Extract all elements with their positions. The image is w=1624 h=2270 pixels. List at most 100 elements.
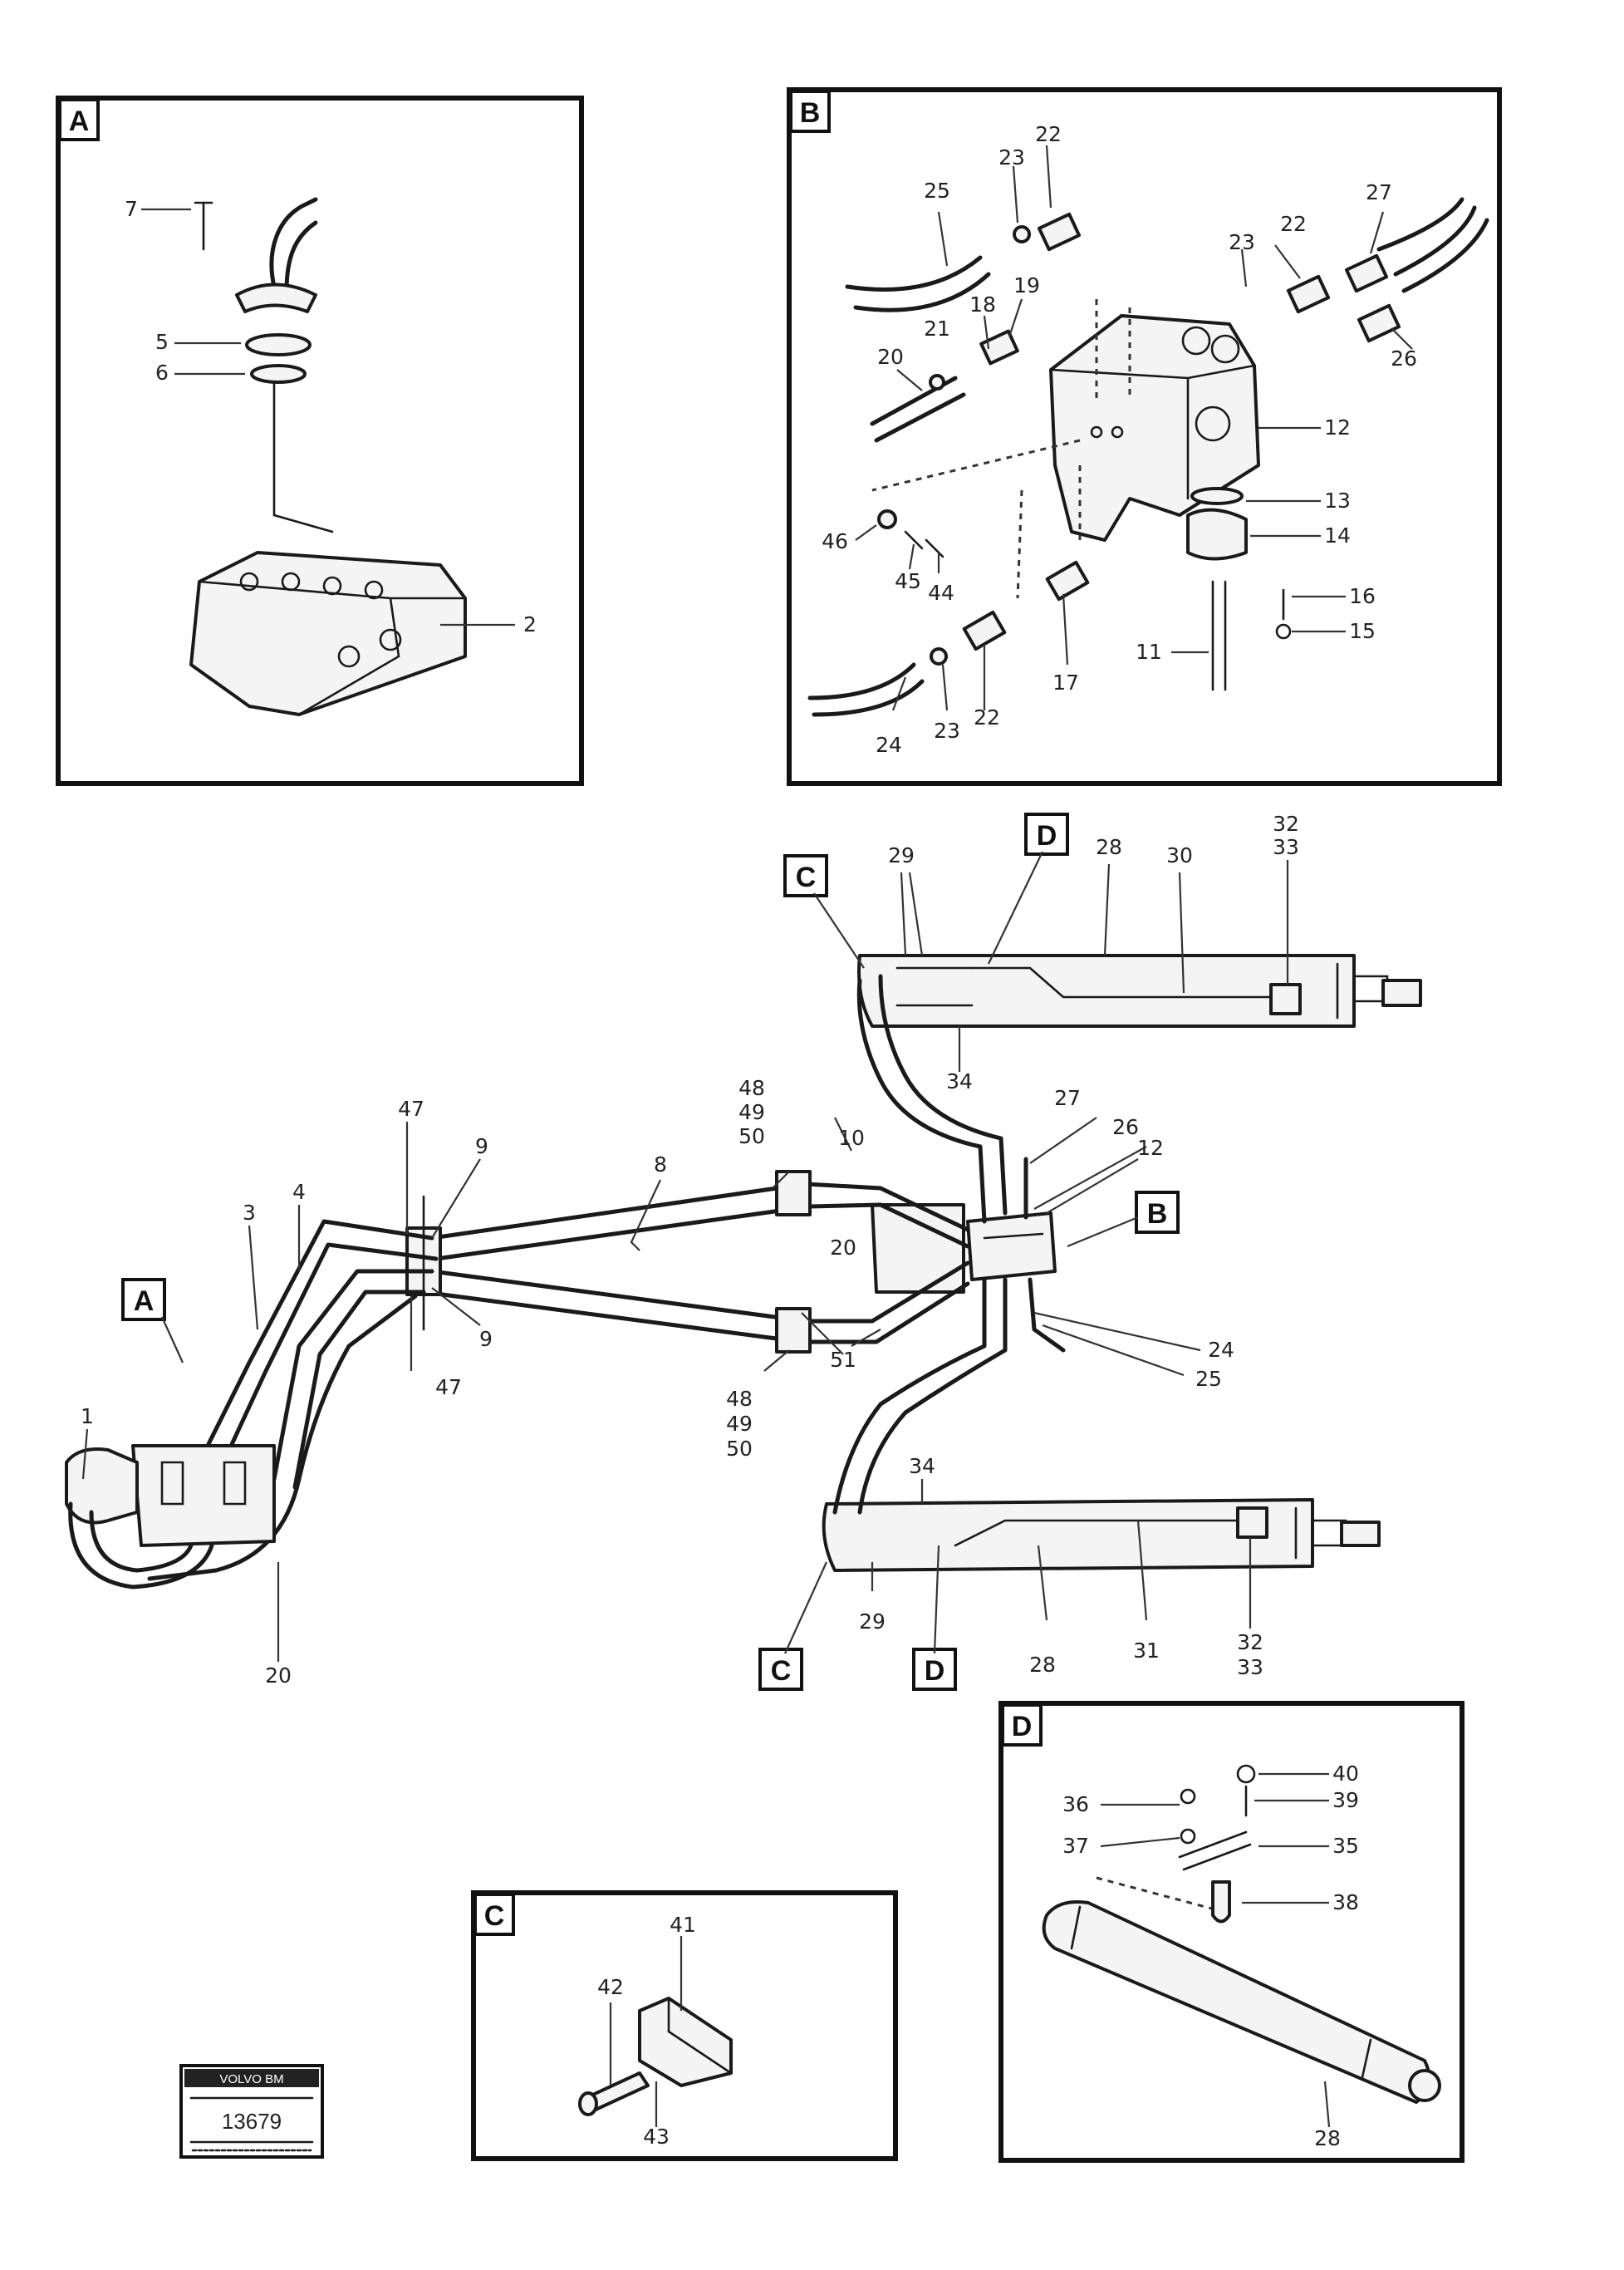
- label-c-42: 42: [597, 1975, 624, 1999]
- ring-40: [1236, 1764, 1256, 1784]
- label-b-16: 16: [1349, 584, 1376, 608]
- pipe-upper-a: [856, 978, 987, 1224]
- pipe-3: [189, 1219, 434, 1481]
- hose-20-return: [147, 1294, 418, 1581]
- label-m-4: 4: [292, 1180, 306, 1204]
- screw-7: [194, 201, 213, 251]
- detail-a: A 7 5 6 2: [56, 96, 584, 786]
- label-m-47-bottom: 47: [435, 1375, 462, 1399]
- label-m-34-bottom: 34: [909, 1454, 935, 1478]
- label-m-28-top: 28: [1096, 835, 1122, 859]
- label-m-8: 8: [654, 1152, 667, 1177]
- label-c-41: 41: [670, 1913, 696, 1937]
- washer-36: [1180, 1788, 1196, 1805]
- label-m-10: 10: [838, 1126, 865, 1150]
- pipe-lower-a: [832, 1277, 987, 1515]
- clevis-38: [1211, 1880, 1231, 1924]
- tube-30: [970, 966, 1281, 999]
- label-b-22-top: 22: [1035, 122, 1062, 146]
- fitting-21: [979, 329, 1019, 366]
- label-b-22-right: 22: [1280, 212, 1307, 236]
- hose-25: [845, 255, 983, 292]
- fitting-26: [1357, 303, 1401, 343]
- washer-5: [245, 333, 312, 356]
- detail-d: D 40 36 39 37 35 38 28: [998, 1701, 1465, 2163]
- label-m-9-bottom: 9: [479, 1327, 493, 1351]
- label-b-45: 45: [895, 569, 921, 593]
- fitting-17: [1045, 560, 1090, 602]
- cover-14: [1186, 508, 1248, 561]
- hose-26: [1393, 205, 1477, 277]
- label-b-25: 25: [924, 179, 950, 203]
- lever-1: [65, 1447, 139, 1525]
- cylinder-28: [1042, 1900, 1431, 2104]
- label-m-9-top: 9: [475, 1134, 488, 1158]
- label-m-31: 31: [1133, 1639, 1160, 1663]
- stamp-title: VOLVO BM: [219, 2072, 283, 2086]
- label-c-43: 43: [643, 2125, 670, 2149]
- valve-12: [1049, 314, 1260, 542]
- detail-b: B: [787, 87, 1502, 786]
- hose-27: [1376, 197, 1465, 252]
- label-m-29-bottom: 29: [859, 1609, 886, 1634]
- label-m-48-top: 48: [738, 1076, 765, 1100]
- label-m-29-top: 29: [888, 843, 915, 867]
- label-m-50-top: 50: [738, 1124, 765, 1148]
- label-m-20: 20: [830, 1236, 856, 1260]
- callout-c-top: C: [796, 862, 817, 893]
- pin-35: [1178, 1830, 1252, 1871]
- label-b-44: 44: [928, 581, 954, 605]
- label-m-1: 1: [81, 1404, 94, 1428]
- cylinder-lower-rod-end: [1340, 1521, 1381, 1547]
- callout-a: A: [134, 1285, 155, 1317]
- label-b-46: 46: [822, 529, 848, 553]
- detail-tag-b: B: [800, 97, 821, 129]
- label-m-33-bottom: 33: [1237, 1655, 1263, 1679]
- label-m-34-top: 34: [946, 1069, 973, 1093]
- label-b-23-right: 23: [1229, 230, 1255, 254]
- pipe-10: [429, 1182, 970, 1241]
- callout-d-bottom: D: [925, 1655, 945, 1687]
- main-valve-12: [966, 1211, 1057, 1281]
- label-d-36: 36: [1062, 1792, 1089, 1816]
- label-b-24: 24: [876, 733, 902, 757]
- label-b-26: 26: [1391, 346, 1417, 371]
- label-6: 6: [155, 361, 169, 385]
- detail-c: C 41 42 43: [471, 1890, 898, 2161]
- label-b-14: 14: [1324, 523, 1351, 548]
- label-b-27: 27: [1366, 180, 1392, 204]
- label-b-23-bottom: 23: [934, 719, 960, 743]
- label-b-11: 11: [1136, 640, 1162, 664]
- pipe-24-25: [1028, 1277, 1066, 1353]
- detail-tag-c: C: [484, 1900, 505, 1932]
- label-m-33-top: 33: [1273, 835, 1299, 859]
- label-m-32-top: 32: [1273, 812, 1299, 836]
- label-d-28: 28: [1314, 2126, 1341, 2150]
- label-b-19: 19: [1013, 273, 1040, 297]
- washer-6: [250, 364, 307, 384]
- label-m-32-bottom: 32: [1237, 1630, 1263, 1654]
- nipple-44: [925, 538, 944, 558]
- label-m-49-bottom: 49: [726, 1412, 753, 1436]
- callout-c-bottom: C: [771, 1655, 792, 1687]
- label-m-12: 12: [1137, 1136, 1164, 1160]
- label-m-28-bottom: 28: [1029, 1653, 1056, 1677]
- clevis-28: [1408, 2069, 1441, 2102]
- ring-15: [1275, 623, 1292, 640]
- hose-a-return: [68, 1501, 214, 1589]
- label-m-25: 25: [1195, 1367, 1222, 1391]
- label-d-38: 38: [1332, 1890, 1359, 1914]
- stamp-code: 13679: [222, 2109, 282, 2134]
- label-m-20-bottom: 20: [265, 1663, 292, 1688]
- label-b-22-bottom: 22: [974, 705, 1000, 730]
- label-d-40: 40: [1332, 1761, 1359, 1786]
- control-valve-block: [189, 551, 467, 716]
- valve-block-a: [131, 1444, 276, 1547]
- label-m-49-top: 49: [738, 1100, 765, 1124]
- label-b-21: 21: [924, 317, 950, 341]
- callout-d-top: D: [1037, 820, 1057, 852]
- seal-13: [1190, 487, 1244, 505]
- label-m-48-bottom: 48: [726, 1387, 753, 1411]
- fitting-22-right: [1286, 274, 1331, 314]
